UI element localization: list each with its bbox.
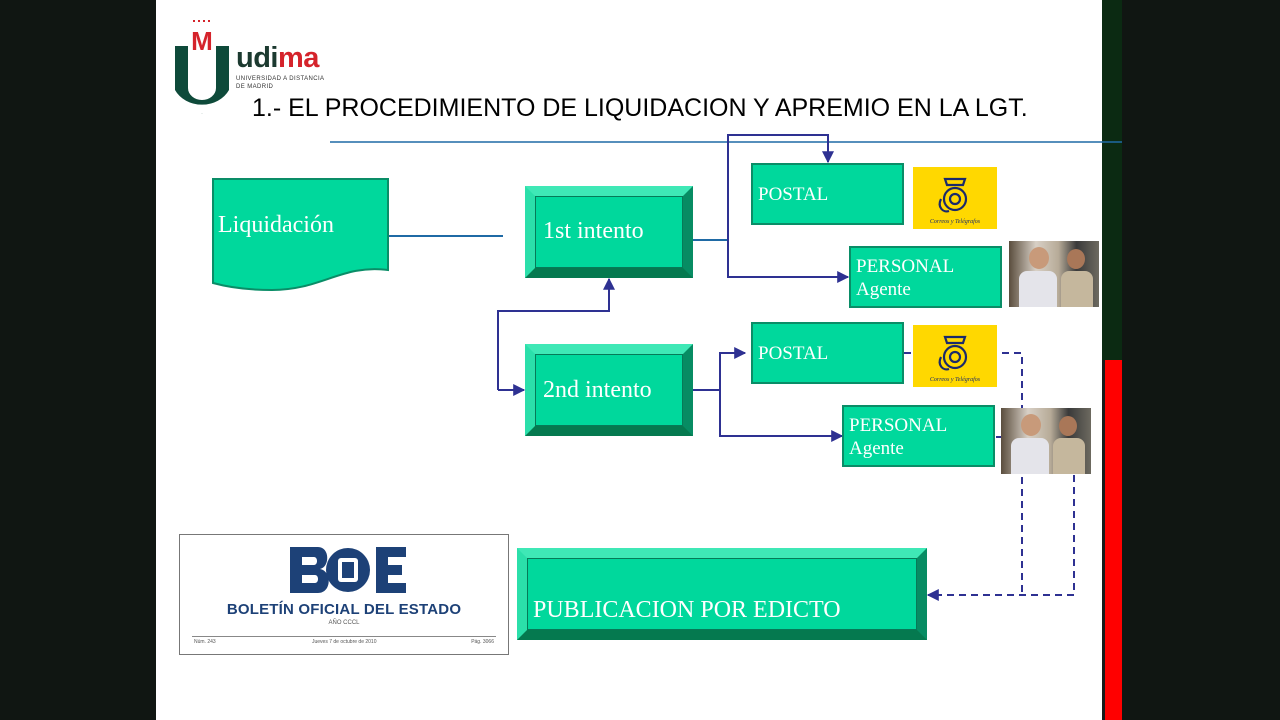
- boe-rule: [192, 636, 496, 637]
- side-strip-green: [1102, 0, 1122, 360]
- second-attempt-box: 2nd intento: [525, 344, 693, 436]
- arrow-to-personal-2: [719, 390, 844, 442]
- arrow-to-personal-1: [727, 240, 850, 283]
- postal-label-2: POSTAL: [758, 343, 829, 364]
- boe-logo-icon: [290, 547, 406, 593]
- edict-box: PUBLICACION POR EDICTO: [517, 548, 927, 640]
- first-attempt-box: 1st intento: [525, 186, 693, 278]
- document-shape: [212, 178, 389, 292]
- logo-wordmark: udima: [236, 42, 319, 75]
- boe-footer-left: Núm. 243: [194, 639, 216, 645]
- arrow-to-attempt1: [497, 277, 615, 390]
- udima-logo-mark: M U: [175, 20, 229, 115]
- agent-photo-1: [1009, 241, 1099, 307]
- logo-wordmark-suffix: ma: [278, 42, 319, 74]
- correos-text-1: Correos y Telégrafos: [930, 218, 981, 225]
- arrow-to-postal-2: [692, 347, 747, 391]
- slide-title: 1.- EL PROCEDIMIENTO DE LIQUIDACION Y AP…: [252, 94, 1028, 122]
- dashed-personal-2-to-edict: [928, 436, 1075, 595]
- correos-logo-1: Correos y Telégrafos: [913, 167, 997, 229]
- edict-label: PUBLICACION POR EDICTO: [533, 597, 841, 623]
- postal-label-1: POSTAL: [758, 184, 829, 205]
- dashed-postal-2-to-edict: [904, 352, 1023, 595]
- personal-label-2-line2: Agente: [849, 438, 904, 459]
- personal-label-1-line2: Agente: [856, 279, 911, 300]
- second-attempt-label: 2nd intento: [543, 377, 652, 403]
- posthorn-icon: Correos y Telégrafos: [930, 177, 981, 225]
- udima-logo: M U: [172, 18, 332, 118]
- boe-header: BOLETÍN OFICIAL DEL ESTADO AÑO CCCL Núm.…: [179, 534, 509, 655]
- postal-box-1: POSTAL: [751, 163, 904, 225]
- boe-footer-center: Jueves 7 de octubre de 2010: [312, 639, 377, 645]
- boe-title: BOLETÍN OFICIAL DEL ESTADO: [226, 601, 462, 618]
- logo-initial-m: M: [191, 26, 213, 56]
- boe-footer-right: Pág. 3066: [471, 639, 494, 645]
- arrow-to-postal-1: [727, 134, 834, 240]
- liquidacion-document: Liquidación: [212, 178, 389, 294]
- personal-label-1-line1: PERSONAL: [856, 256, 955, 277]
- logo-subtitle-line1: UNIVERSIDAD A DISTANCIA: [236, 76, 325, 82]
- agent-photo-2: [1001, 408, 1091, 474]
- postal-box-2: POSTAL: [751, 322, 904, 384]
- side-strip-divider: [1102, 360, 1105, 720]
- liquidacion-label: Liquidación: [218, 212, 334, 238]
- personal-label-2-line1: PERSONAL: [849, 415, 948, 436]
- correos-text-2: Correos y Telégrafos: [930, 376, 981, 383]
- correos-logo-2: Correos y Telégrafos: [913, 325, 997, 387]
- side-strip-red: [1102, 360, 1122, 720]
- logo-subtitle: UNIVERSIDAD A DISTANCIA DE MADRID: [236, 75, 324, 91]
- boe-year: AÑO CCCL: [328, 620, 360, 626]
- first-attempt-label: 1st intento: [543, 218, 644, 244]
- logo-subtitle-line2: DE MADRID: [236, 84, 274, 90]
- logo-wordmark-prefix: udi: [236, 42, 279, 74]
- posthorn-icon: Correos y Telégrafos: [930, 335, 981, 383]
- logo-initial-u: U: [202, 113, 203, 115]
